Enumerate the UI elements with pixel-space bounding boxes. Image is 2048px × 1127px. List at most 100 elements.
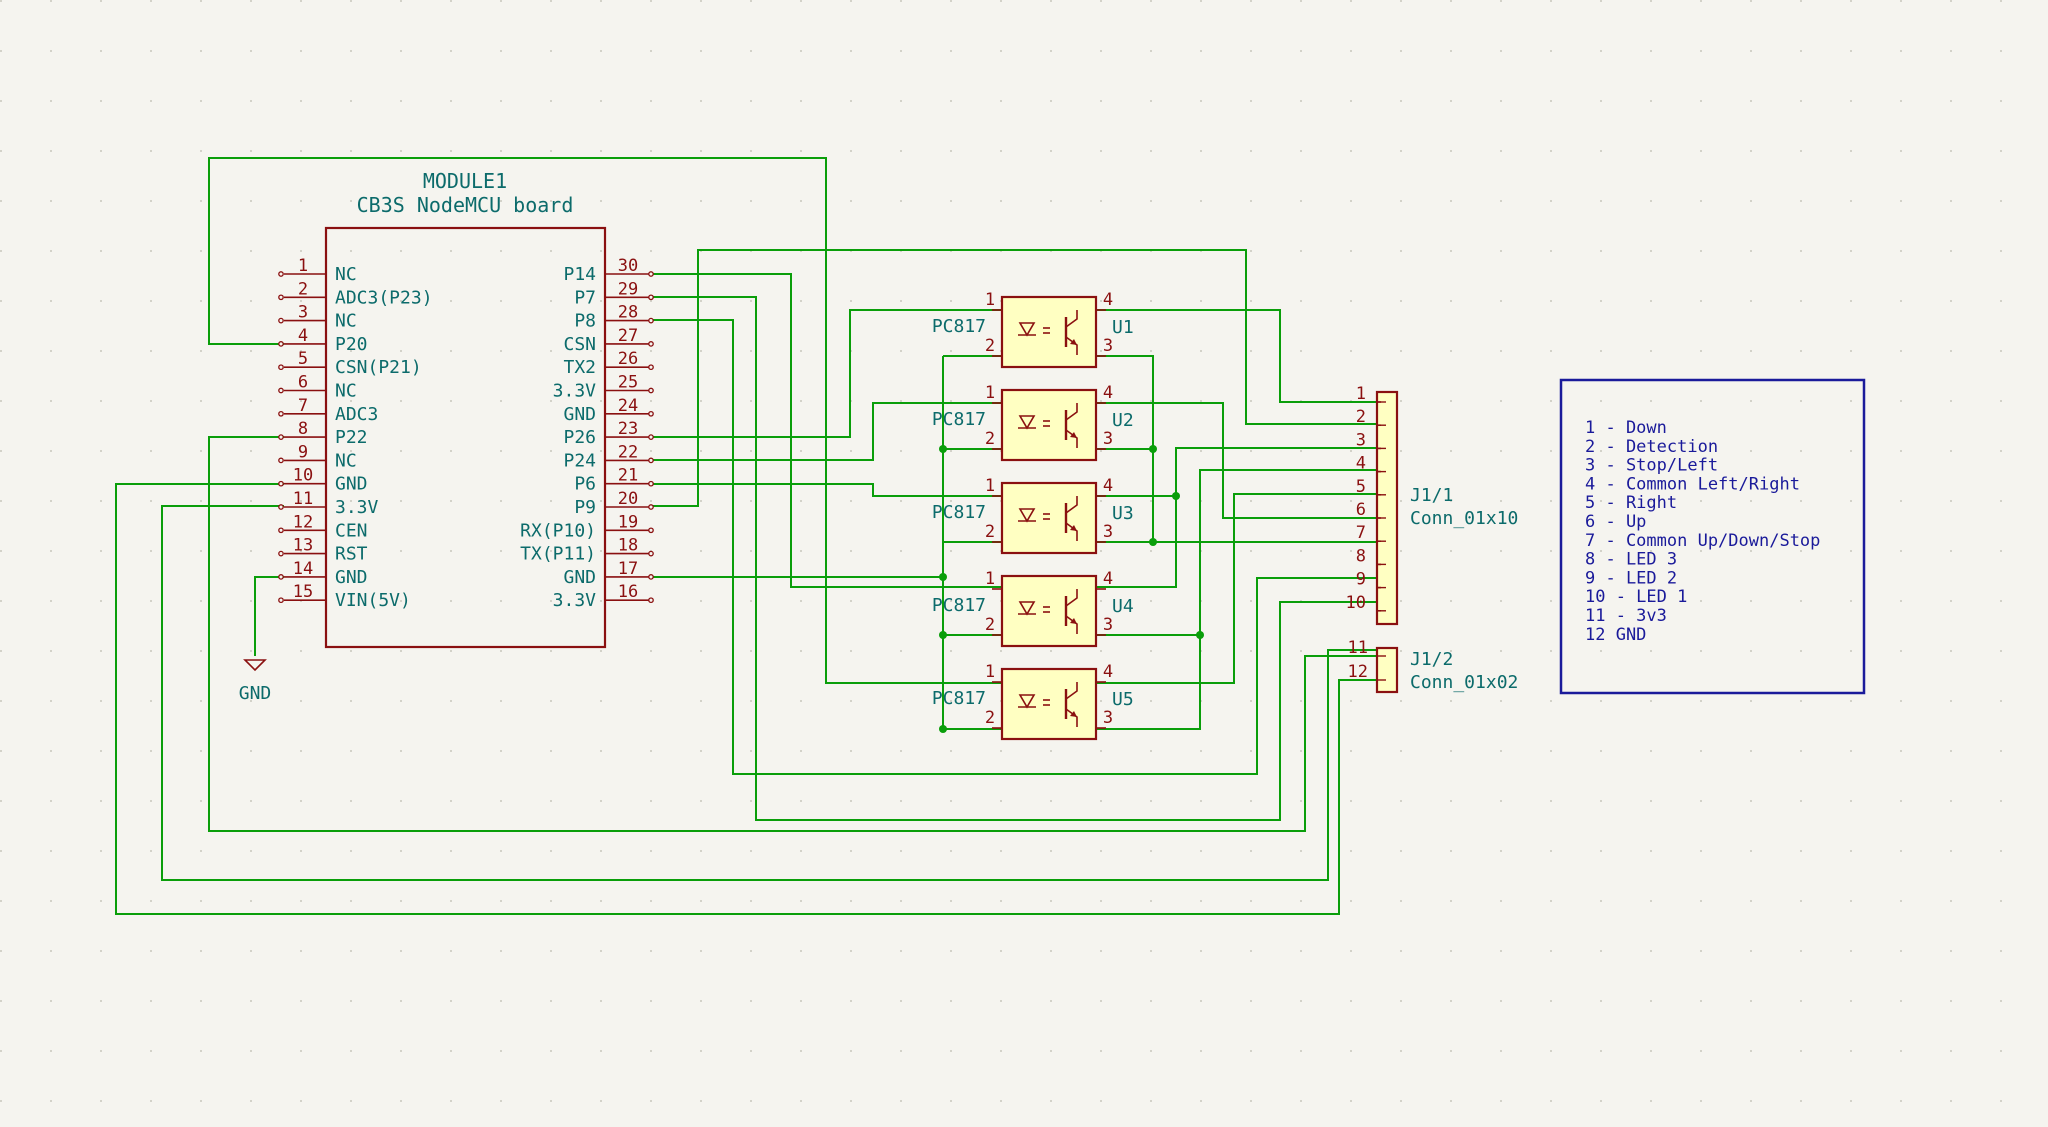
pin-end [278,527,284,534]
led-icon [1018,694,1036,709]
module-pin-16[interactable]: 163.3V [553,582,654,611]
note-line: 7 - Common Up/Down/Stop [1585,531,1820,551]
pin-name: RST [335,544,368,565]
pin-name: CSN(P21) [335,357,422,378]
notes-border [1559,378,1866,695]
note-line: 3 - Stop/Left [1585,456,1718,476]
pin-name: VIN(5V) [335,590,411,611]
junction [1196,631,1204,639]
connector-pin-12[interactable]: 12 [1348,662,1386,682]
pin-name: GND [335,474,368,495]
wire-u3-c [1096,447,1381,497]
pin-name: P8 [574,311,596,332]
pin-name: CSN [563,334,596,355]
pin-name: GND [335,567,368,588]
pin-number: 8 [1356,546,1366,566]
pin-number: 13 [293,536,313,556]
connector-pin-3[interactable]: 3 [1356,430,1386,450]
pin-number: 11 [293,489,313,509]
pin-name: P22 [335,427,368,448]
note-line: 2 - Detection [1585,437,1718,457]
led-icon [1018,601,1036,616]
connector-j1-1-pins: 1 2 3 4 5 6 7 8 9 10 [1346,384,1386,613]
pin-number: 8 [298,419,308,439]
connector-pin-7[interactable]: 7 [1356,523,1386,543]
connector-pin-1[interactable]: 1 [1356,384,1386,404]
module-pin-10[interactable]: 10 GND [278,466,368,495]
module-ref: MODULE1 [423,169,507,193]
connector-pin-9[interactable]: 9 [1356,570,1386,590]
module-pin-13[interactable]: 13 RST [278,536,368,565]
junction [939,573,947,581]
connector-j1-2-value: Conn_01x02 [1410,672,1518,693]
transistor-collector [1065,496,1078,514]
connector-pin-6[interactable]: 6 [1356,500,1386,520]
pin-end [278,317,284,324]
pin-end [648,550,654,557]
connector-pin-5[interactable]: 5 [1356,477,1386,497]
pin-end [648,341,654,347]
pin-end [648,271,654,277]
connector-j1-1-ref: J1/1 [1410,485,1453,506]
optocoupler-ref: U3 [1112,503,1134,524]
note-line: 8 - LED 3 [1585,550,1677,570]
note-line: 10 - LED 1 [1585,587,1687,607]
pin-name: TX2 [563,357,596,378]
optocoupler-ref: U4 [1112,596,1134,617]
pin-end [278,434,284,440]
connector-pin-2[interactable]: 2 [1356,407,1386,427]
pin-number: 30 [618,256,638,276]
optocoupler-value: PC817 [932,409,986,430]
pin-end [648,457,654,464]
wire-gnd14 [254,576,284,656]
connector-pin-8[interactable]: 8 [1356,546,1386,566]
connector-j1-2-body [1375,646,1399,694]
gnd-symbol[interactable]: GND [239,659,272,704]
connector-pin-4[interactable]: 4 [1356,454,1386,474]
wire-u1-c [1096,309,1381,403]
connector-pin-11[interactable]: 11 [1348,638,1386,658]
pin-number: 10 [293,466,313,486]
module-pin-25[interactable]: 253.3V [553,373,654,402]
connector-pin-10[interactable]: 10 [1346,593,1386,613]
module-pin-8[interactable]: 8 P22 [278,419,368,448]
optocoupler-value: PC817 [932,688,986,709]
pin-number: 2 [985,615,995,635]
pin-end [278,480,284,487]
pin-number: 1 [985,290,995,310]
